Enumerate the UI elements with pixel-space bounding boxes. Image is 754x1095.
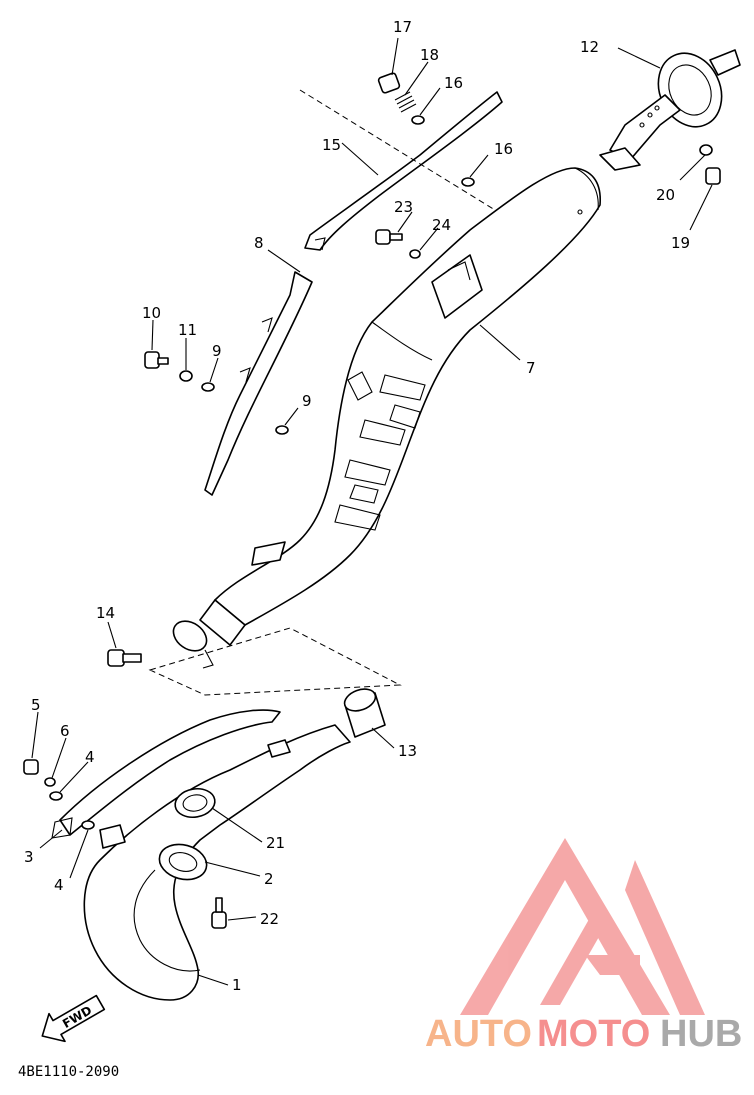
label-20: 20 xyxy=(656,186,675,204)
fwd-arrow: FWD xyxy=(41,994,106,1043)
washer-16b xyxy=(461,177,475,187)
label-3: 3 xyxy=(24,848,34,866)
label-15: 15 xyxy=(322,136,341,154)
watermark-text: AUTO MOTO HUB xyxy=(425,1013,742,1055)
watermark-moto: MOTO xyxy=(537,1013,650,1055)
label-10: 10 xyxy=(142,304,161,322)
label-4b: 4 xyxy=(54,876,64,894)
drawing-code: 4BE1110-2090 xyxy=(18,1064,119,1080)
washer-9b xyxy=(275,425,289,435)
label-2: 2 xyxy=(264,870,274,888)
bolt-10 xyxy=(144,351,169,369)
label-14: 14 xyxy=(96,604,115,622)
nut-11 xyxy=(179,370,193,382)
bolt-19 xyxy=(705,167,721,185)
label-19: 19 xyxy=(671,234,690,252)
bolt-14 xyxy=(107,649,142,667)
label-21: 21 xyxy=(266,834,285,852)
label-9b: 9 xyxy=(302,392,312,410)
bolt-17 xyxy=(377,72,401,94)
leader-lines xyxy=(31,37,713,986)
muffler-protector xyxy=(304,91,503,251)
part-labels: 17 18 16 16 15 12 20 19 23 24 8 10 11 9 … xyxy=(24,18,690,994)
label-7: 7 xyxy=(526,359,536,377)
label-23: 23 xyxy=(394,198,413,216)
bolt-5 xyxy=(23,759,39,775)
watermark-auto: AUTO xyxy=(425,1013,532,1055)
label-24: 24 xyxy=(432,216,451,234)
exhaust-pipe xyxy=(83,724,351,1001)
label-4a: 4 xyxy=(85,748,95,766)
label-6: 6 xyxy=(60,722,70,740)
washer-16a xyxy=(411,115,425,125)
bolt-22 xyxy=(211,897,227,929)
label-13: 13 xyxy=(398,742,417,760)
label-16a: 16 xyxy=(444,74,463,92)
label-22: 22 xyxy=(260,910,279,928)
spring-18 xyxy=(394,91,417,113)
washer-4b xyxy=(81,820,95,830)
label-5: 5 xyxy=(31,696,41,714)
side-protector xyxy=(204,271,313,496)
watermark-logo xyxy=(460,838,705,1015)
washer-24 xyxy=(409,249,421,259)
washer-4a xyxy=(49,791,63,801)
label-1: 1 xyxy=(232,976,242,994)
gasket-21 xyxy=(174,787,216,819)
label-9a: 9 xyxy=(212,342,222,360)
muffler xyxy=(172,167,601,669)
label-17: 17 xyxy=(393,18,412,36)
label-12: 12 xyxy=(580,38,599,56)
pipe-protector xyxy=(51,709,281,839)
bolt-23 xyxy=(375,229,403,245)
washer-9a xyxy=(201,382,215,392)
label-16b: 16 xyxy=(494,140,513,158)
washer-6 xyxy=(44,777,56,787)
tail-pipe xyxy=(599,49,741,171)
label-8: 8 xyxy=(254,234,264,252)
label-11: 11 xyxy=(178,321,197,339)
label-18: 18 xyxy=(420,46,439,64)
watermark-hub: HUB xyxy=(660,1013,742,1055)
washer-20 xyxy=(699,144,713,156)
